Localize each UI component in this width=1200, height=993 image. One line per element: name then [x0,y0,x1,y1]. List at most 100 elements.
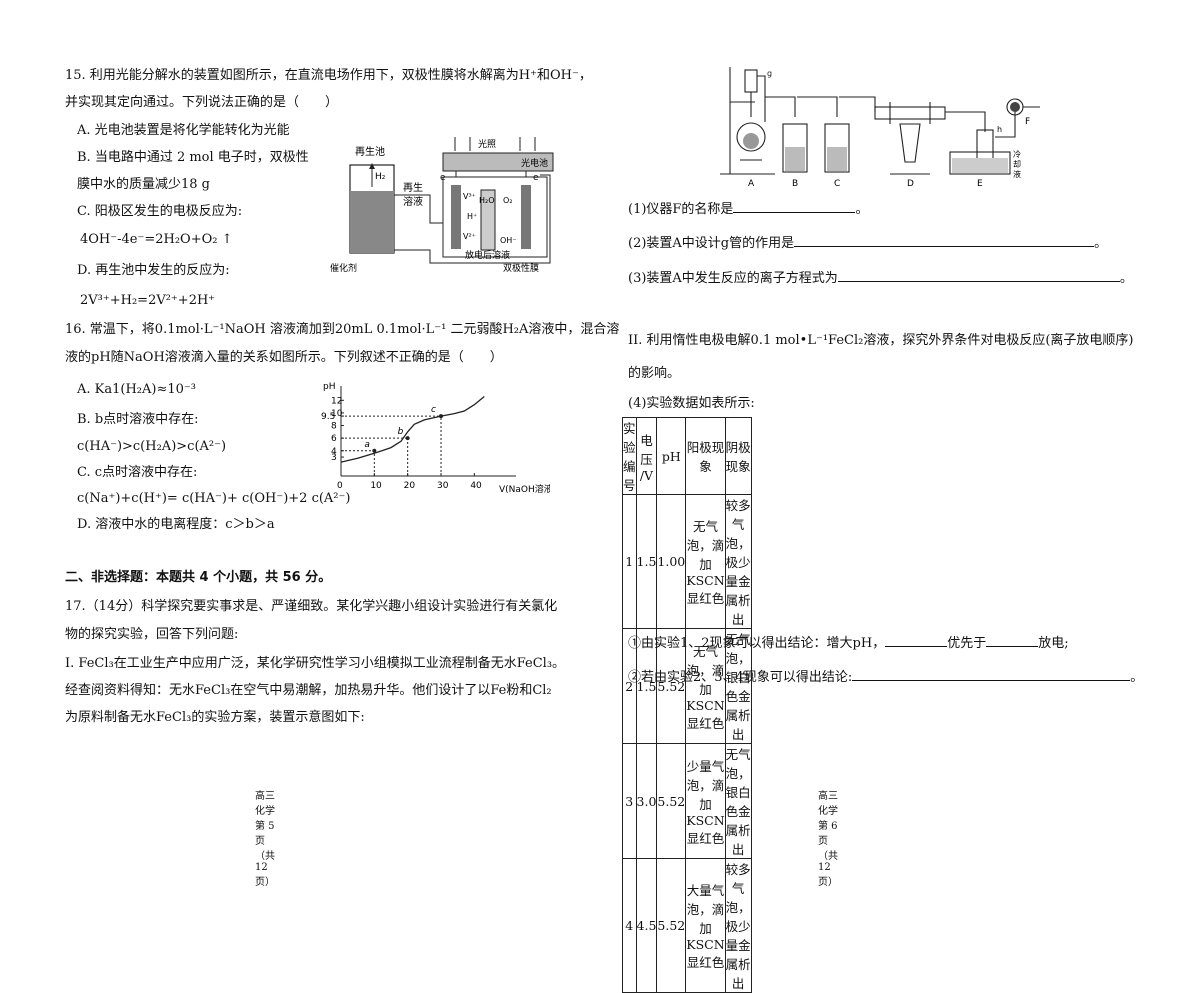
q2-blank[interactable] [794,232,1095,247]
label-h2o: H₂O [479,196,495,205]
label-regen-tank: 再生池 [355,145,385,158]
point-label-a: a [364,440,370,450]
cell-exp-no: 3 [622,743,637,859]
question-4: (4)实验数据如表所示: [628,396,755,411]
label-g: g [767,69,772,78]
table-row: 4 4.5 5.52 大量气泡，滴加KSCN显红色 较多气泡，极少量金属析出 [622,858,752,993]
q16-stem-line2: 液的pH随NaOH溶液滴入量的关系如图所示。下列叙述不正确的是（ ） [65,350,503,365]
question-2: (2)装置A中设计g管的作用是 。 [628,232,1107,254]
x-tick-label: 20 [404,481,416,491]
label-E: E [977,179,983,189]
c1-blank-1[interactable] [885,632,948,647]
q1-end: 。 [855,202,869,217]
label-h2: H₂ [375,172,386,182]
q15-option-c-line1: C. 阳极区发生的电极反应为: [77,204,243,219]
cell-exp-no: 1 [622,494,637,629]
cell-anode: 少量气泡，滴加KSCN显红色 [685,743,726,859]
y-tick-label: 12 [331,396,342,406]
label-cold-1: 冷 [1013,149,1021,159]
point-label-b: b [398,427,404,437]
c1-blank-2[interactable] [986,632,1039,647]
c1-text-a: ①由实验1、2现象可以得出结论：增大pH， [628,636,886,651]
question-1: (1)仪器F的名称是 。 [628,198,868,220]
table-row: 2 1.5 5.52 无气泡，滴加KSCN显红色 无气泡，银白色金属析出 [622,628,752,744]
point-a [372,448,377,453]
x-tick-label: 0 [337,481,343,491]
q3-end: 。 [1119,271,1133,286]
c1-text-b: 优先于 [947,636,987,651]
label-e-right: e [533,173,539,183]
label-v2: V²⁺ [463,232,476,241]
cell-anode: 无气泡，滴加KSCN显红色 [685,494,726,629]
c2-blank[interactable] [852,666,1131,681]
cell-anode: 大量气泡，滴加KSCN显红色 [685,858,726,993]
cell-ph: 1.00 [656,494,687,629]
point-c [439,414,443,419]
table-header-row: 实验编号 电压/V pH 阳极现象 阴极现象 [622,417,752,495]
cell-exp-no: 4 [622,858,637,993]
question-3: (3)装置A中发生反应的离子方程式为 。 [628,267,1133,289]
section-2-heading: 二、非选择题：本题共 4 个小题，共 56 分。 [65,570,332,585]
label-A: A [748,179,755,189]
q16-option-b-line2: c(HA⁻)>c(H₂A)>c(A²⁻) [77,439,227,454]
q15-option-b-line2: 膜中水的质量减少18 g [77,177,210,192]
conclusion-2: ②若由实验2、3、4现象可以得出结论:。 [628,666,1143,688]
q3-text: (3)装置A中发生反应的离子方程式为 [628,271,838,286]
q17-line1: 17.（14分）科学探究要实事求是、严谨细致。某化学兴趣小组设计实验进行有关氯化 [65,599,558,614]
cell-voltage: 4.5 [635,858,658,993]
q15-option-b-line1: B. 当电路中通过 2 mol 电子时，双极性 [77,150,309,165]
q16-option-a: A. Ka1(H₂A)≈10⁻³ [77,382,196,397]
q3-blank[interactable] [837,267,1120,282]
x-tick-label: 40 [470,481,482,491]
q15-stem-line2: 并实现其定向通过。下列说法正确的是（ ） [65,95,339,110]
cell-voltage: 1.5 [635,628,658,744]
label-o2: O₂ [503,196,513,205]
x-tick-label: 30 [437,481,449,491]
y-tick-label: 6 [331,434,337,444]
label-photocell: 光电池 [521,157,548,169]
header-exp-no: 实验编号 [622,417,637,495]
q1-blank[interactable] [733,198,856,213]
cell-voltage: 3.0 [635,743,658,859]
label-F: F [1025,117,1030,127]
cell-cathode: 较多气泡，极少量金属析出 [724,494,752,629]
fecl3-apparatus-diagram: g h [720,67,1040,189]
q15-option-d-line2: 2V³⁺+H₂=2V²⁺+2H⁺ [80,293,216,308]
q2-text: (2)装置A中设计g管的作用是 [628,236,795,251]
c1-text-c: 放电; [1038,636,1069,651]
y-tick-label: 8 [331,422,337,432]
label-catalyst: 催化剂 [330,262,357,274]
label-D: D [907,179,914,189]
header-voltage: 电压/V [635,417,658,495]
part2-line1: II. 利用惰性电极电解0.1 mol•L⁻¹FeCl₂溶液，探究外界条件对电极… [628,333,1134,348]
point-b [405,436,410,441]
q15-option-a: A. 光电池装置是将化学能转化为光能 [77,123,290,138]
label-cold-3: 液 [1013,169,1021,179]
q16-option-c-line2: c(Na⁺)+c(H⁺)= c(HA⁻)+ c(OH⁻)+2 c(A²⁻) [77,491,351,506]
q1-text: (1)仪器F的名称是 [628,202,734,217]
page-footer-right: 高三化学 第 6 页（共12页） [818,791,838,888]
label-bipolar-membrane: 双极性膜 [503,262,539,274]
cell-cathode: 较多气泡，极少量金属析出 [724,858,752,993]
photoelectrolysis-diagram: 再生池 H₂ 再生 溶液 光照 光电池 e e V³⁺ V²⁺ H⁺ H₂O O… [330,137,554,274]
q17-line3: I. FeCl₃在工业生产中应用广泛，某化学研究性学习小组模拟工业流程制备无水F… [65,656,566,671]
table-row: 3 3.0 5.52 少量气泡，滴加KSCN显红色 无气泡，银白色金属析出 [622,743,752,859]
table-row: 1 1.5 1.00 无气泡，滴加KSCN显红色 较多气泡，极少量金属析出 [622,494,752,629]
cell-ph: 5.52 [656,628,687,744]
cell-ph: 5.52 [656,743,687,859]
part2-line2: 的影响。 [628,366,681,381]
header-cathode: 阴极现象 [724,417,752,495]
q16-option-c-line1: C. c点时溶液中存在: [77,465,198,480]
label-h-ion: H⁺ [467,212,477,221]
q17-line2: 物的探究实验，回答下列问题: [65,627,239,642]
conclusion-1: ①由实验1、2现象可以得出结论：增大pH， 优先于 放电; [628,632,1069,654]
q16-option-b-line1: B. b点时溶液中存在: [77,412,199,427]
cell-ph: 5.52 [656,858,687,993]
label-cold-2: 却 [1013,159,1021,169]
q2-end: 。 [1094,236,1108,251]
x-tick-label: 10 [370,481,382,491]
y-tick-label: 9.5 [321,412,335,422]
header-ph: pH [656,417,687,495]
label-after-discharge: 放电后溶液 [465,249,510,261]
